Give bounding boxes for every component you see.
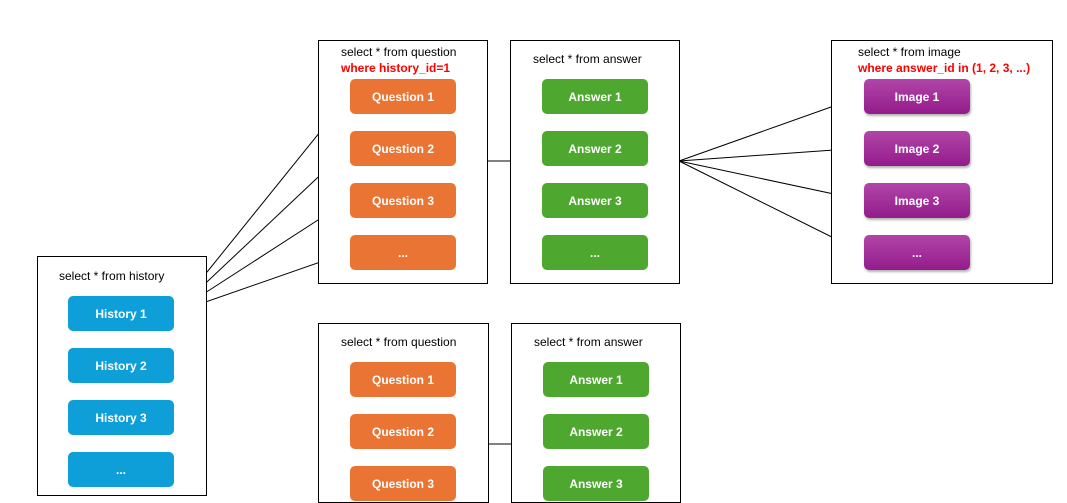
answer-item: ...	[542, 235, 648, 270]
history-table: select * from history History 1 History …	[37, 256, 207, 496]
answer-item: Answer 2	[542, 131, 648, 166]
question-condition: where history_id=1	[341, 61, 451, 75]
history-item: History 3	[68, 400, 174, 435]
answer-item: Answer 1	[542, 79, 648, 114]
question-item: Question 1	[350, 362, 456, 397]
image-condition: where answer_id in (1, 2, 3, ...)	[858, 61, 1031, 75]
image-item: Image 2	[864, 131, 970, 166]
history-title: select * from history	[59, 269, 165, 283]
image-item: Image 1	[864, 79, 970, 114]
answer-item: Answer 3	[542, 183, 648, 218]
answer-title: select * from answer	[534, 335, 643, 349]
answer-table-1: select * from answer Answer 1 Answer 2 A…	[510, 40, 680, 284]
answer-item: Answer 1	[543, 362, 649, 397]
answer-title: select * from answer	[533, 52, 642, 66]
question-item: Question 3	[350, 183, 456, 218]
history-item: History 1	[68, 296, 174, 331]
question-item: Question 2	[350, 414, 456, 449]
question-item: Question 2	[350, 131, 456, 166]
image-title: select * from image	[858, 45, 961, 59]
question-table-2: select * from question Question 1 Questi…	[318, 323, 489, 503]
question-table-1: select * from question where history_id=…	[318, 40, 488, 284]
history-item: History 2	[68, 348, 174, 383]
question-item: Question 1	[350, 79, 456, 114]
image-item: ...	[864, 235, 970, 270]
image-item: Image 3	[864, 183, 970, 218]
answer-table-2: select * from answer Answer 1 Answer 2 A…	[511, 323, 681, 503]
question-title: select * from question	[341, 45, 457, 59]
question-item: ...	[350, 235, 456, 270]
image-table: select * from image where answer_id in (…	[831, 40, 1053, 284]
answer-item: Answer 2	[543, 414, 649, 449]
history-item: ...	[68, 452, 174, 487]
question-title: select * from question	[341, 335, 457, 349]
